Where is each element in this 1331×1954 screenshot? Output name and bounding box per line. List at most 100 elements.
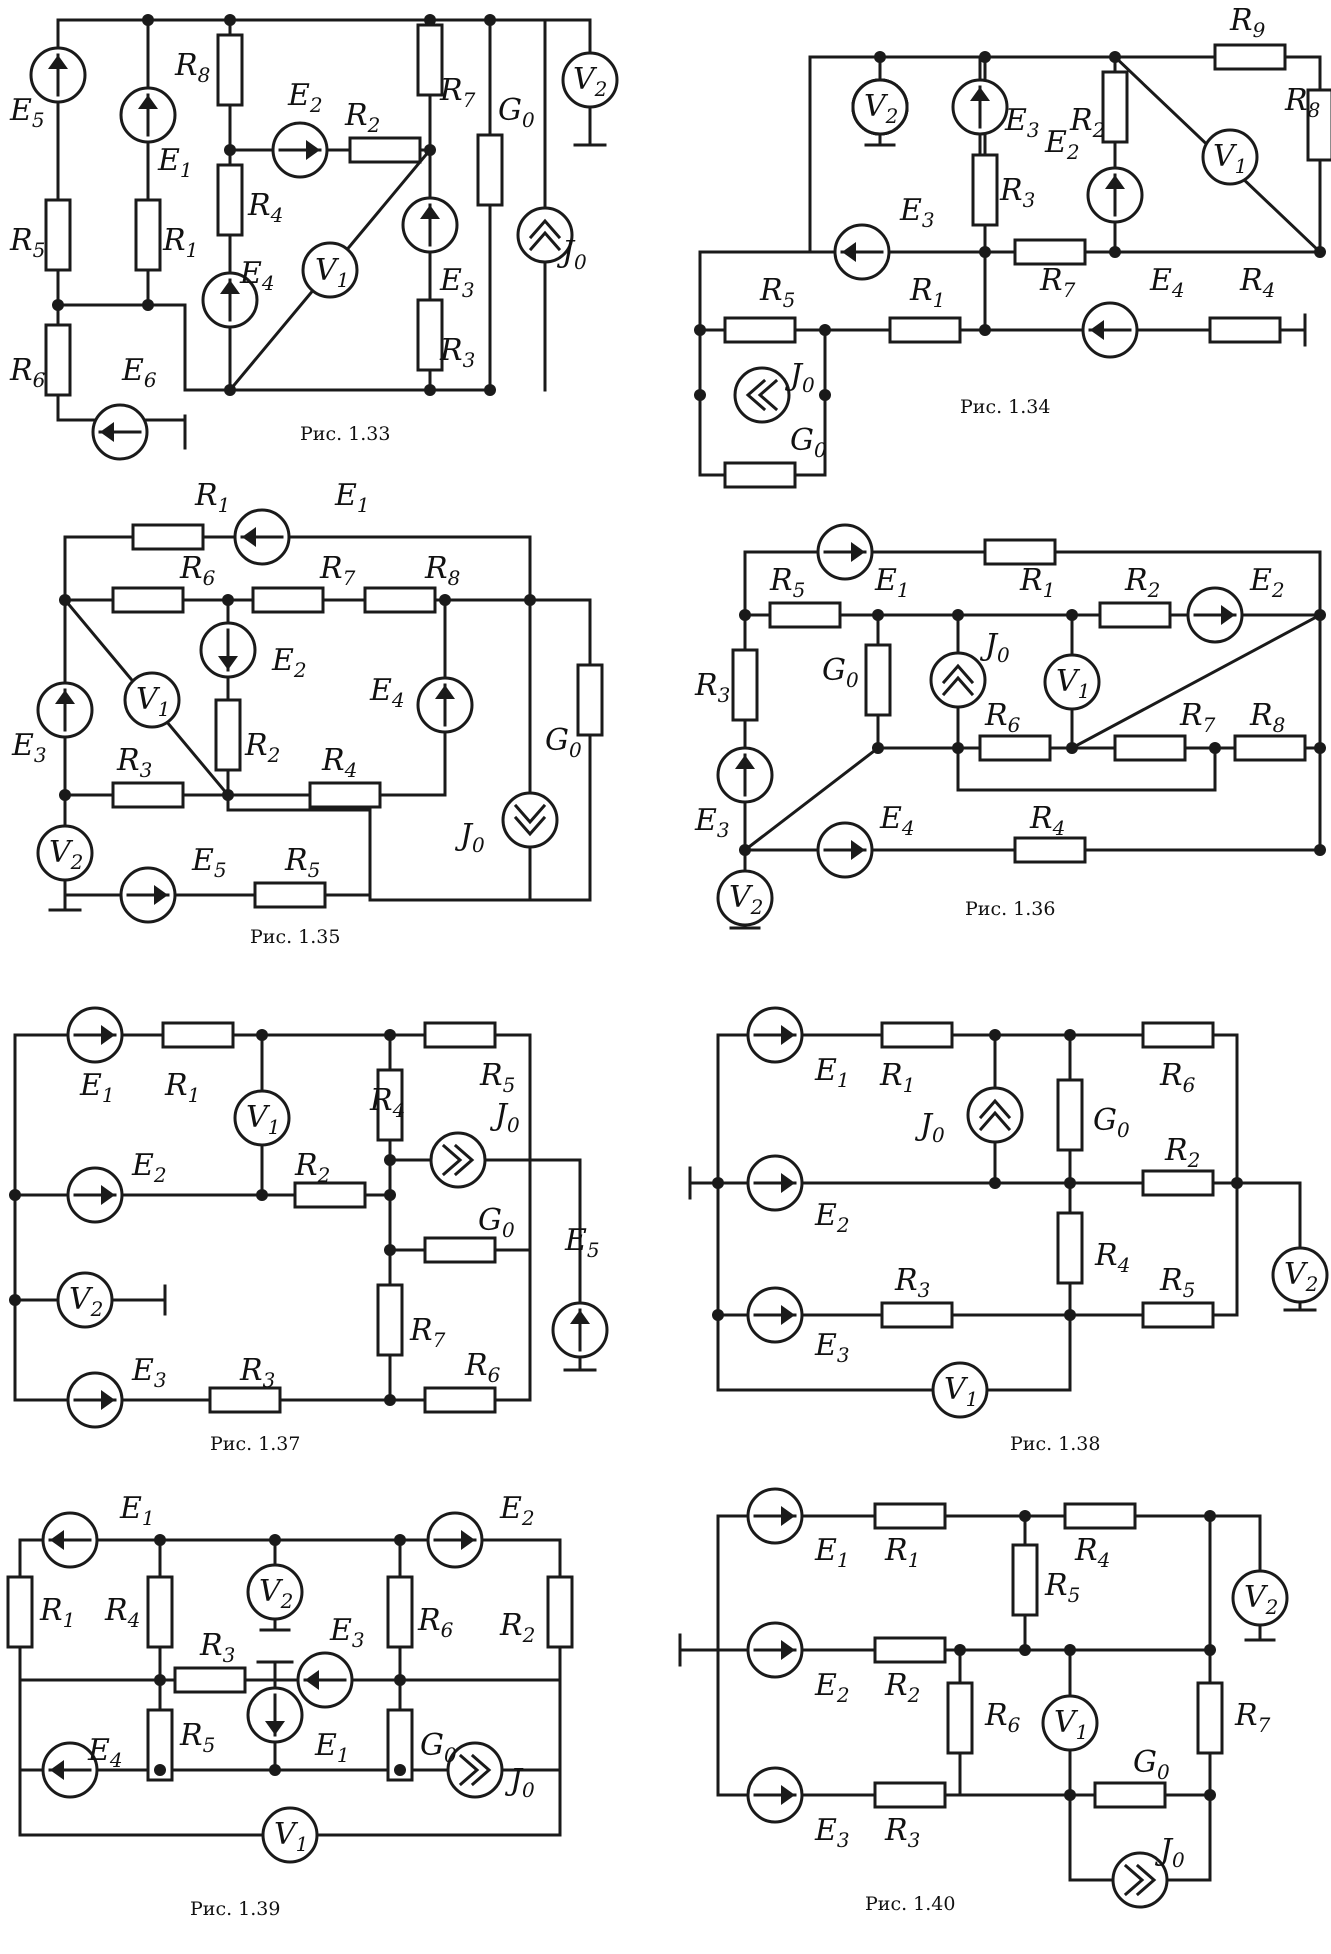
resistor-R3 xyxy=(873,1781,947,1809)
junction-dot xyxy=(384,1029,396,1041)
figure-caption: Рис. 1.35 xyxy=(250,926,340,948)
voltmeter-label: V1 xyxy=(136,682,170,721)
resistor-R6 xyxy=(946,1681,974,1755)
voltmeter-V2 xyxy=(56,1271,114,1329)
junction-dot xyxy=(1064,1789,1076,1801)
resistor-R8 xyxy=(363,586,437,614)
voltmeter-V2 xyxy=(36,824,94,882)
voltmeter-V2 xyxy=(1231,1569,1289,1627)
voltmeter-V1 xyxy=(301,241,359,299)
junction-dot xyxy=(424,384,436,396)
junction-dot xyxy=(142,299,154,311)
junction-dot xyxy=(484,14,496,26)
junction-dot xyxy=(1019,1510,1031,1522)
resistor-R4 xyxy=(146,1575,174,1649)
arrowhead-icon xyxy=(781,1506,795,1526)
junction-dot xyxy=(952,742,964,754)
label-r6: R6 xyxy=(179,551,216,590)
chevron-icon xyxy=(470,1753,492,1787)
arrowhead-icon xyxy=(101,1025,115,1045)
label-e4: E4 xyxy=(1149,263,1185,302)
arrowhead-icon xyxy=(265,1721,285,1735)
junction-dot xyxy=(59,789,71,801)
label-r6: R6 xyxy=(464,1348,501,1387)
label-r1: R1 xyxy=(879,1058,915,1097)
resistor-R4 xyxy=(308,781,382,809)
figure-caption: Рис. 1.38 xyxy=(1010,1433,1100,1455)
label-r2: R2 xyxy=(884,1668,920,1707)
label-r5: R5 xyxy=(179,1718,215,1757)
voltmeter-label: V2 xyxy=(1244,1580,1278,1619)
arrowhead-icon xyxy=(1105,175,1125,189)
label-r1: R1 xyxy=(164,1068,200,1107)
resistor-R2 xyxy=(348,136,422,164)
junction-dot xyxy=(1064,1177,1076,1189)
resistor-R3 xyxy=(111,781,185,809)
voltmeter-label: V2 xyxy=(729,880,763,919)
label-r3: R3 xyxy=(116,743,152,782)
resistor-R7 xyxy=(376,1283,404,1357)
voltmeter-V2 xyxy=(851,78,909,136)
label-g0: G0 xyxy=(420,1728,457,1767)
label-e4: E4 xyxy=(879,801,915,840)
arrowhead-icon xyxy=(220,280,240,294)
chevron-icon xyxy=(1135,1863,1157,1897)
label-r6: R6 xyxy=(984,698,1021,737)
label-g0: G0 xyxy=(822,653,859,692)
arrowhead-icon xyxy=(138,95,158,109)
label-r6: R6 xyxy=(984,1698,1021,1737)
resistor-R3 xyxy=(880,1301,954,1329)
label-g0: G0 xyxy=(1093,1103,1130,1142)
junction-dot xyxy=(224,144,236,156)
junction-dot xyxy=(712,1309,724,1321)
junction-dot xyxy=(874,51,886,63)
junction-dot xyxy=(256,1029,268,1041)
label-e1: E1 xyxy=(874,563,910,602)
label-r1: R1 xyxy=(909,273,945,312)
wire xyxy=(1069,612,1323,751)
label-r5: R5 xyxy=(1044,1568,1080,1607)
arrowhead-icon xyxy=(55,690,75,704)
voltmeter-V2 xyxy=(246,1563,304,1621)
wire xyxy=(742,745,881,853)
voltmeter-V2 xyxy=(1271,1246,1329,1304)
label-r2: R2 xyxy=(1164,1133,1200,1172)
resistor-R9 xyxy=(1213,43,1287,71)
arrowhead-icon xyxy=(435,685,455,699)
resistor-R1 xyxy=(983,538,1057,566)
resistor-R6 xyxy=(1141,1021,1215,1049)
arrowhead-icon xyxy=(842,242,856,262)
label-r5: R5 xyxy=(1159,1263,1195,1302)
junction-dot xyxy=(384,1394,396,1406)
components xyxy=(6,23,1331,1909)
junction-dot xyxy=(979,246,991,258)
chevron-icon xyxy=(513,803,547,825)
resistor-G0 xyxy=(864,643,892,717)
resistor-R6 xyxy=(423,1386,497,1414)
label-r8: R8 xyxy=(424,551,460,590)
label-g0: G0 xyxy=(478,1203,515,1242)
figure-caption: Рис. 1.39 xyxy=(190,1898,280,1920)
junction-dot xyxy=(524,594,536,606)
arrowhead-icon xyxy=(50,1530,64,1550)
voltmeter-label: V1 xyxy=(274,1817,308,1856)
label-e1: E1 xyxy=(79,1068,115,1107)
resistor-R7 xyxy=(416,23,444,97)
junction-dot xyxy=(394,1534,406,1546)
arrowhead-icon xyxy=(154,885,168,905)
junction-dot xyxy=(154,1534,166,1546)
resistor-G0 xyxy=(423,1236,497,1264)
label-g0: G0 xyxy=(545,723,582,762)
junction-dot xyxy=(712,1177,724,1189)
label-r3: R3 xyxy=(439,333,475,372)
junction-dot xyxy=(1314,609,1326,621)
junction-dot xyxy=(269,1534,281,1546)
resistor-R5 xyxy=(253,881,327,909)
label-e2: E2 xyxy=(131,1148,167,1187)
label-e3: E3 xyxy=(1004,103,1040,142)
arrowhead-icon xyxy=(1221,605,1235,625)
arrowhead-icon xyxy=(420,205,440,219)
resistor-R4 xyxy=(1056,1211,1084,1285)
junction-dot xyxy=(424,144,436,156)
label-r7: R7 xyxy=(439,73,476,112)
